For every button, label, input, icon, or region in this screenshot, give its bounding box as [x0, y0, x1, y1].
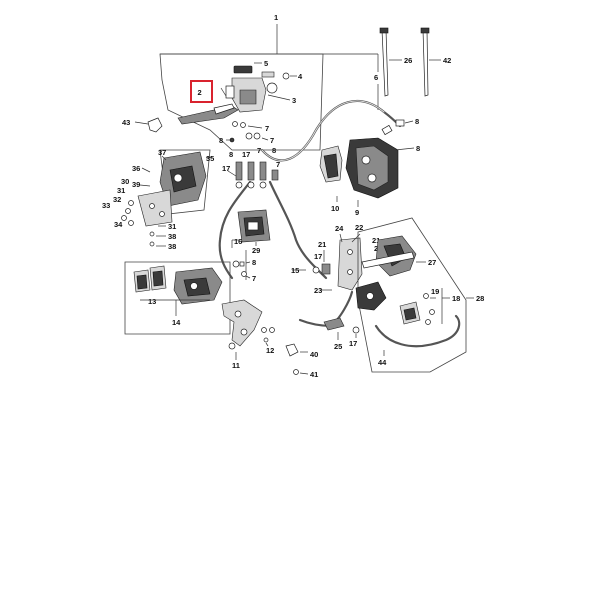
callout-1: 1	[274, 13, 278, 22]
callout-7a: 7	[265, 124, 269, 133]
abs-unit-29: 16 29 8 7	[231, 209, 271, 283]
callout-8e: 8	[272, 146, 276, 155]
callout-36: 36	[132, 164, 140, 173]
callout-16: 16	[234, 237, 242, 246]
callout-38b: 38	[168, 242, 176, 251]
callout-28: 28	[476, 294, 484, 303]
clip-43: 43	[122, 117, 163, 133]
reservoir-cap-icon	[233, 65, 253, 74]
callout-40: 40	[310, 350, 318, 359]
abs-bracket-icon	[137, 189, 173, 227]
callout-42: 42	[443, 56, 451, 65]
callout-37: 37	[158, 148, 166, 157]
rear-section: 13 14	[124, 261, 231, 335]
upper-fasteners: 7 7 8 8 17 7 8 7 17	[219, 121, 280, 189]
master-cylinder-assembly	[177, 65, 290, 125]
callout-41: 41	[310, 370, 318, 379]
hose-bracket-icon	[337, 237, 363, 291]
callout-29: 29	[252, 246, 260, 255]
callout-38a: 38	[168, 232, 176, 241]
banjo-bolt-icon	[235, 161, 243, 181]
callout-44: 44	[378, 358, 387, 367]
abs-module-left: 35 37 36 39 30 31 32 33 34 31 38 38	[102, 148, 214, 251]
callout-27: 27	[428, 258, 436, 267]
callout-17a: 17	[242, 150, 250, 159]
callout-3: 3	[292, 96, 296, 105]
callouts-3-4-5: 3 4 5	[254, 59, 303, 105]
callout-17d: 17	[349, 339, 357, 348]
callout-24: 24	[335, 224, 344, 233]
master-cylinder-frame	[159, 53, 324, 151]
cable-ties: 26 42	[379, 27, 451, 97]
callout-34: 34	[114, 220, 123, 229]
callout-2: 2	[198, 88, 202, 97]
callout-6: 6	[374, 73, 378, 82]
callout-25: 25	[334, 342, 342, 351]
caliper-bracket-icon	[221, 299, 263, 347]
callout-17b: 17	[222, 164, 230, 173]
callout-7d: 7	[276, 160, 280, 169]
callout-21a: 21	[318, 240, 326, 249]
cable-tie-42-icon	[422, 29, 429, 97]
callout-1-group: 1	[160, 13, 378, 55]
callout-21b: 21	[372, 236, 380, 245]
callout-31a: 31	[117, 186, 125, 195]
callout-22: 22	[355, 223, 363, 232]
callout-15: 15	[291, 266, 299, 275]
callout-8f: 8	[252, 258, 256, 267]
right-section: 27 19 18 28 17 44	[349, 217, 484, 373]
callout-23: 23	[314, 286, 322, 295]
callout-5: 5	[264, 59, 268, 68]
callout-10: 10	[331, 204, 339, 213]
callout-8a: 8	[415, 117, 419, 126]
callout-7b: 7	[270, 136, 274, 145]
callout-19: 19	[431, 287, 439, 296]
callout-14: 14	[172, 318, 181, 327]
callout-17c: 17	[314, 252, 322, 261]
callout-35: 35	[206, 154, 214, 163]
callout-33: 33	[102, 201, 110, 210]
highlight-part-2: 2	[190, 80, 213, 103]
callout-7c: 7	[257, 146, 261, 155]
callout-12: 12	[266, 346, 274, 355]
callout-8c: 8	[219, 136, 223, 145]
hose-clip-icon	[147, 117, 163, 133]
callout-4: 4	[298, 72, 303, 81]
callout-6-group: 6	[374, 54, 379, 110]
callout-13: 13	[148, 297, 156, 306]
cylinder-fitting-icon	[225, 85, 235, 99]
callout-32: 32	[113, 195, 121, 204]
front-caliper-assembly: 8 8 10 9	[319, 117, 420, 217]
callout-8b: 8	[416, 144, 420, 153]
banjo-fitting-icon	[266, 82, 278, 94]
callout-8d: 8	[229, 150, 233, 159]
callout-43: 43	[122, 118, 130, 127]
callout-7e: 7	[252, 274, 256, 283]
cable-tie-26-icon	[381, 29, 389, 97]
callout-31b: 31	[168, 222, 176, 231]
callout-39: 39	[132, 180, 140, 189]
callout-26: 26	[404, 56, 412, 65]
rear-caliper-bracket: 11 12	[221, 299, 275, 370]
callout-9: 9	[355, 208, 359, 217]
callout-18: 18	[452, 294, 460, 303]
hose-fitting-icon	[323, 317, 345, 331]
callout-11: 11	[232, 361, 240, 370]
callout-30: 30	[121, 177, 129, 186]
